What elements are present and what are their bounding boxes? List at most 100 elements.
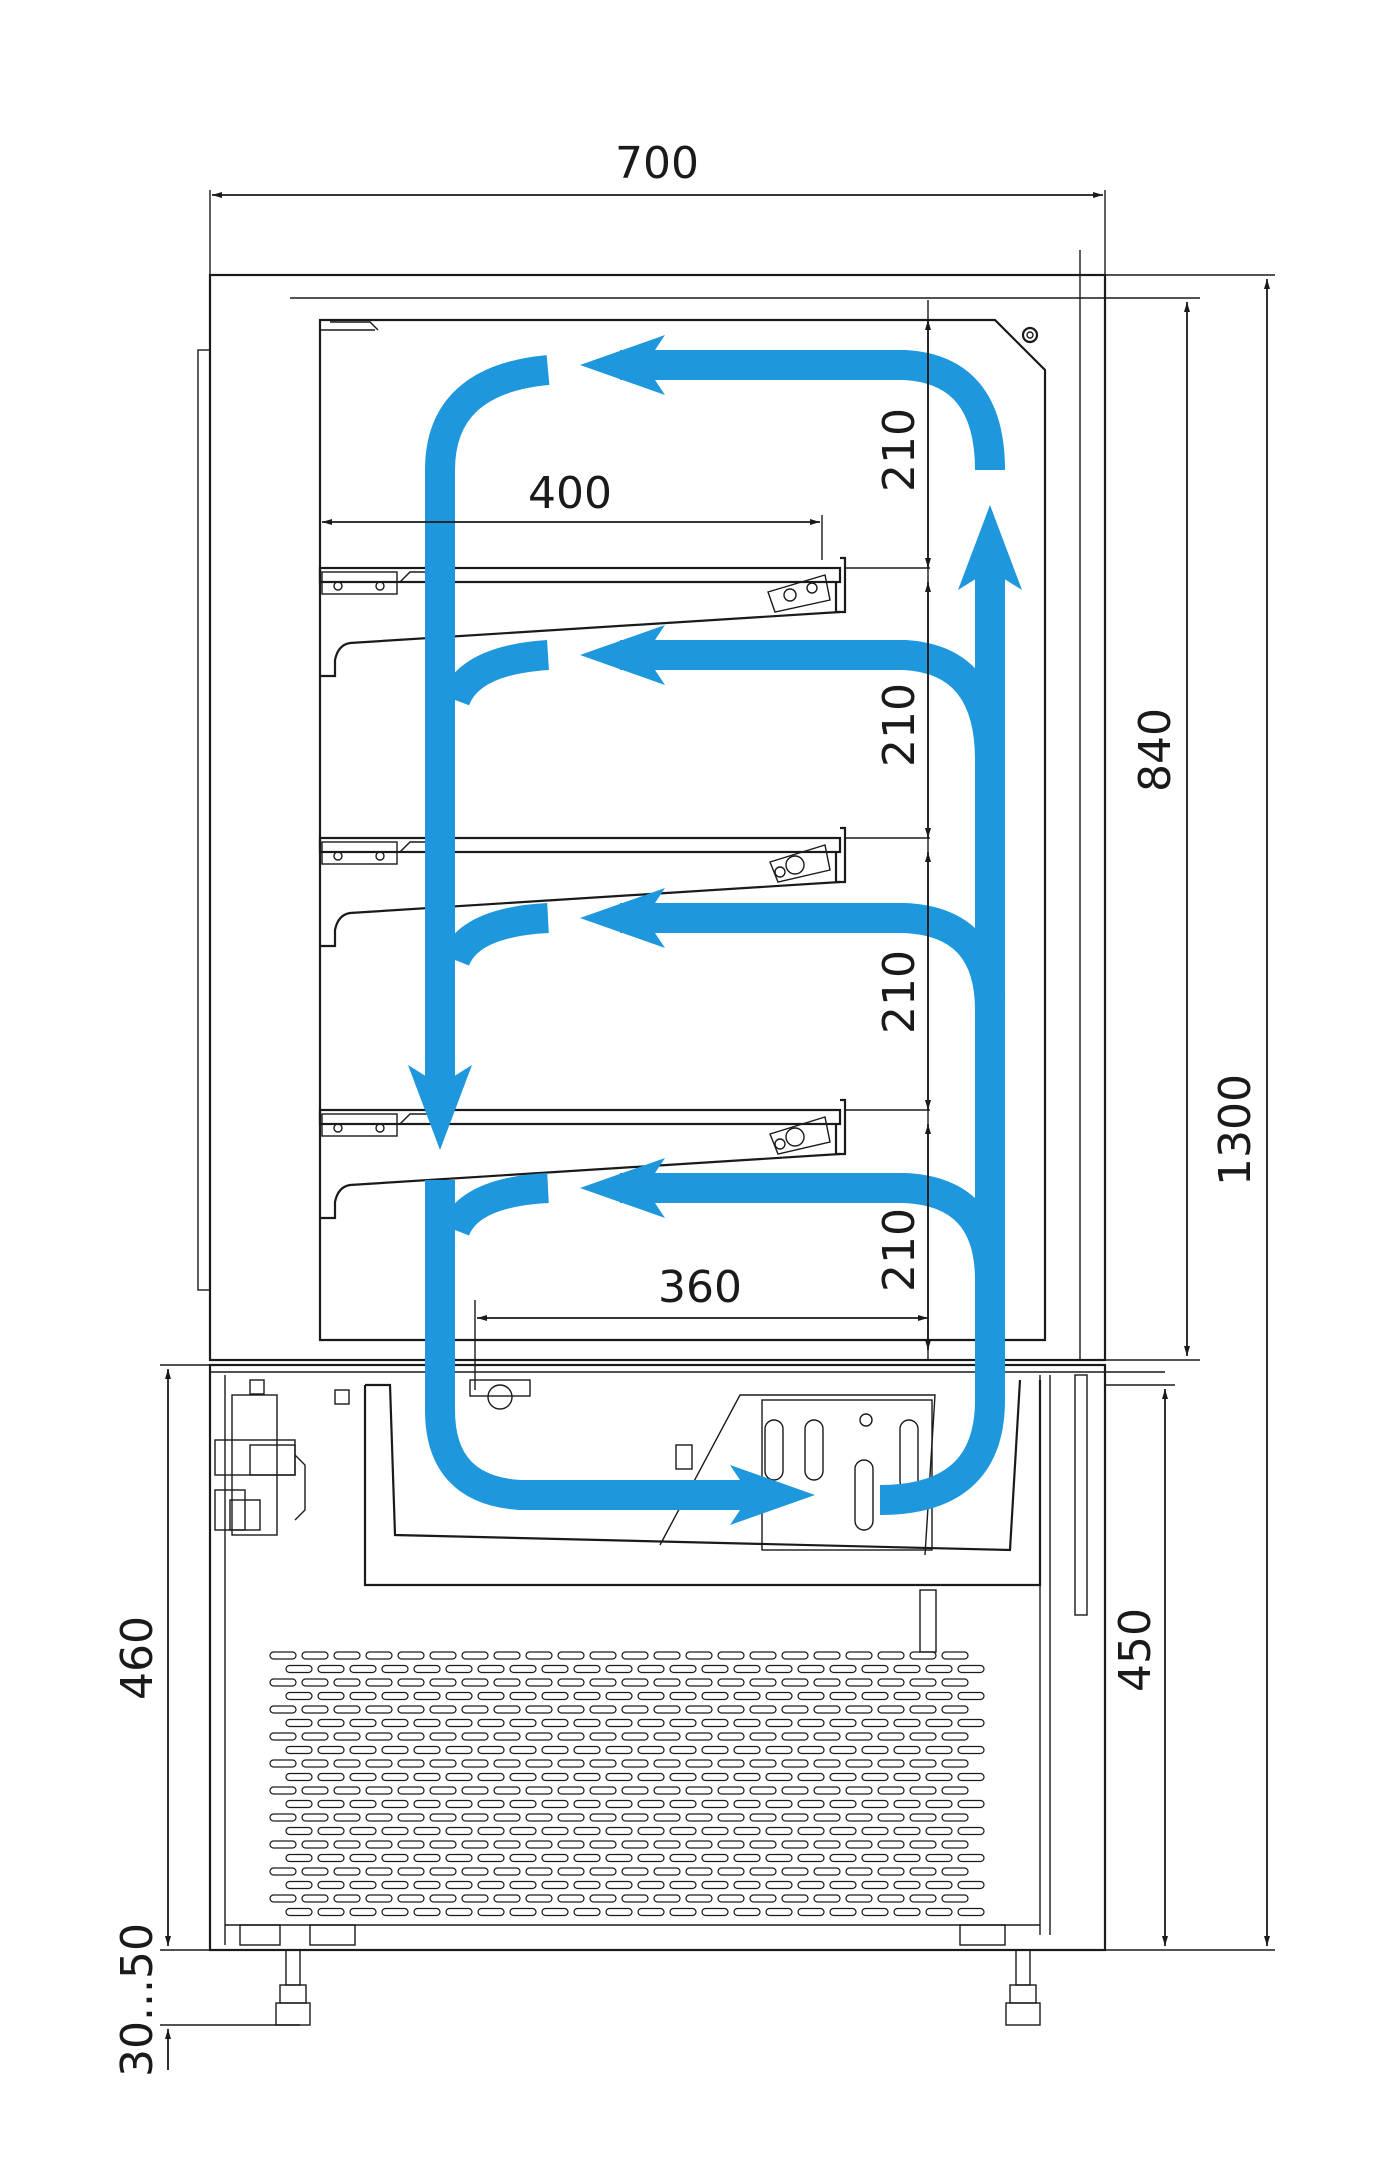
grill-slot: [669, 1880, 697, 1890]
grill-slot: [429, 1759, 457, 1768]
grill-slot: [813, 1732, 841, 1741]
grill-slot: [669, 1799, 697, 1809]
grill-slot: [493, 1759, 521, 1768]
grill-slot: [941, 1894, 969, 1903]
grill-slot: [909, 1840, 937, 1849]
grill-slot: [925, 1718, 953, 1728]
grill-slot: [669, 1907, 697, 1917]
grill-slot: [589, 1786, 617, 1795]
arrowhead-right: [730, 1465, 815, 1525]
grill-slot: [861, 1826, 889, 1836]
grill-slot: [797, 1718, 825, 1728]
grill-slot: [349, 1853, 377, 1863]
grill-slot: [941, 1813, 969, 1822]
grill-slot: [317, 1826, 345, 1836]
grill-slot: [829, 1799, 857, 1809]
grill-slot: [445, 1907, 473, 1917]
grill-slot: [509, 1745, 537, 1755]
grill-slot: [525, 1651, 553, 1660]
arrowhead-left-1: [580, 335, 665, 395]
grill-slot: [445, 1853, 473, 1863]
grill-slot: [557, 1732, 585, 1741]
grill-slot: [397, 1894, 425, 1903]
grill-slot: [941, 1759, 969, 1768]
grill-slot: [781, 1813, 809, 1822]
airflow-down-column: [425, 355, 550, 1110]
grill-slot: [797, 1799, 825, 1809]
grill-slot: [637, 1907, 665, 1917]
grill-slot: [429, 1678, 457, 1687]
grill-slot: [589, 1759, 617, 1768]
grill-slot: [749, 1678, 777, 1687]
grill-slot: [509, 1772, 537, 1782]
grill-slot: [845, 1894, 873, 1903]
grill-slot: [445, 1691, 473, 1701]
grill-slot: [269, 1651, 297, 1660]
grill-slot: [957, 1826, 985, 1836]
grill-slot: [541, 1664, 569, 1674]
grill-slot: [573, 1691, 601, 1701]
grill-slot: [733, 1799, 761, 1809]
grill-slot: [733, 1772, 761, 1782]
grill-slot: [349, 1664, 377, 1674]
grill-slot: [781, 1867, 809, 1876]
grill-slot: [893, 1799, 921, 1809]
grill-slot: [429, 1840, 457, 1849]
grill-slot: [685, 1732, 713, 1741]
grill-slot: [653, 1867, 681, 1876]
grill-slot: [381, 1799, 409, 1809]
dim-30-50: 30...50: [112, 1923, 163, 2077]
grill-slot: [877, 1759, 905, 1768]
grill-slot: [717, 1759, 745, 1768]
grill-slot: [349, 1880, 377, 1890]
grill-slot: [333, 1759, 361, 1768]
grill-slot: [893, 1691, 921, 1701]
grill-slot: [749, 1651, 777, 1660]
grill-slot: [813, 1894, 841, 1903]
grill-slot: [349, 1772, 377, 1782]
grill-slot: [605, 1718, 633, 1728]
grill-slot: [381, 1853, 409, 1863]
grill-slot: [349, 1826, 377, 1836]
grill-slot: [669, 1745, 697, 1755]
grill-slot: [685, 1705, 713, 1714]
grill-slot: [573, 1772, 601, 1782]
grill-slot: [589, 1867, 617, 1876]
grill-slot: [365, 1705, 393, 1714]
cabinet-outline: [197, 250, 1107, 1362]
grill-slot: [957, 1907, 985, 1917]
grill-slot: [701, 1772, 729, 1782]
grill-slot: [637, 1772, 665, 1782]
grill-slot: [493, 1705, 521, 1714]
grill-slot: [941, 1867, 969, 1876]
grill-slot: [733, 1745, 761, 1755]
grill-slot: [653, 1678, 681, 1687]
grill-slot: [477, 1880, 505, 1890]
dimension-labels: 700 400 360 210 210 210 210 840 1300 450…: [112, 138, 1261, 2077]
dim-700: 700: [615, 138, 699, 189]
grill-slot: [381, 1772, 409, 1782]
grill-slot: [285, 1691, 313, 1701]
grill-slot: [541, 1826, 569, 1836]
grill-slot: [381, 1664, 409, 1674]
grill-slot: [589, 1678, 617, 1687]
grill-slot: [413, 1664, 441, 1674]
grill-slot: [621, 1867, 649, 1876]
grill-slot: [733, 1880, 761, 1890]
grill-slot: [749, 1813, 777, 1822]
shelf-2: [318, 826, 847, 948]
grill-slot: [557, 1759, 585, 1768]
grill-slot: [493, 1651, 521, 1660]
grill-slot: [589, 1732, 617, 1741]
base-unit: [208, 1363, 1165, 2026]
grill-slot: [605, 1907, 633, 1917]
grill-slot: [733, 1853, 761, 1863]
grill-slot: [701, 1691, 729, 1701]
grill-slot: [493, 1894, 521, 1903]
grill-slot: [541, 1745, 569, 1755]
grill-slot: [365, 1759, 393, 1768]
grill-slot: [573, 1907, 601, 1917]
grill-slot: [637, 1880, 665, 1890]
lamp-icon: [1021, 326, 1039, 344]
